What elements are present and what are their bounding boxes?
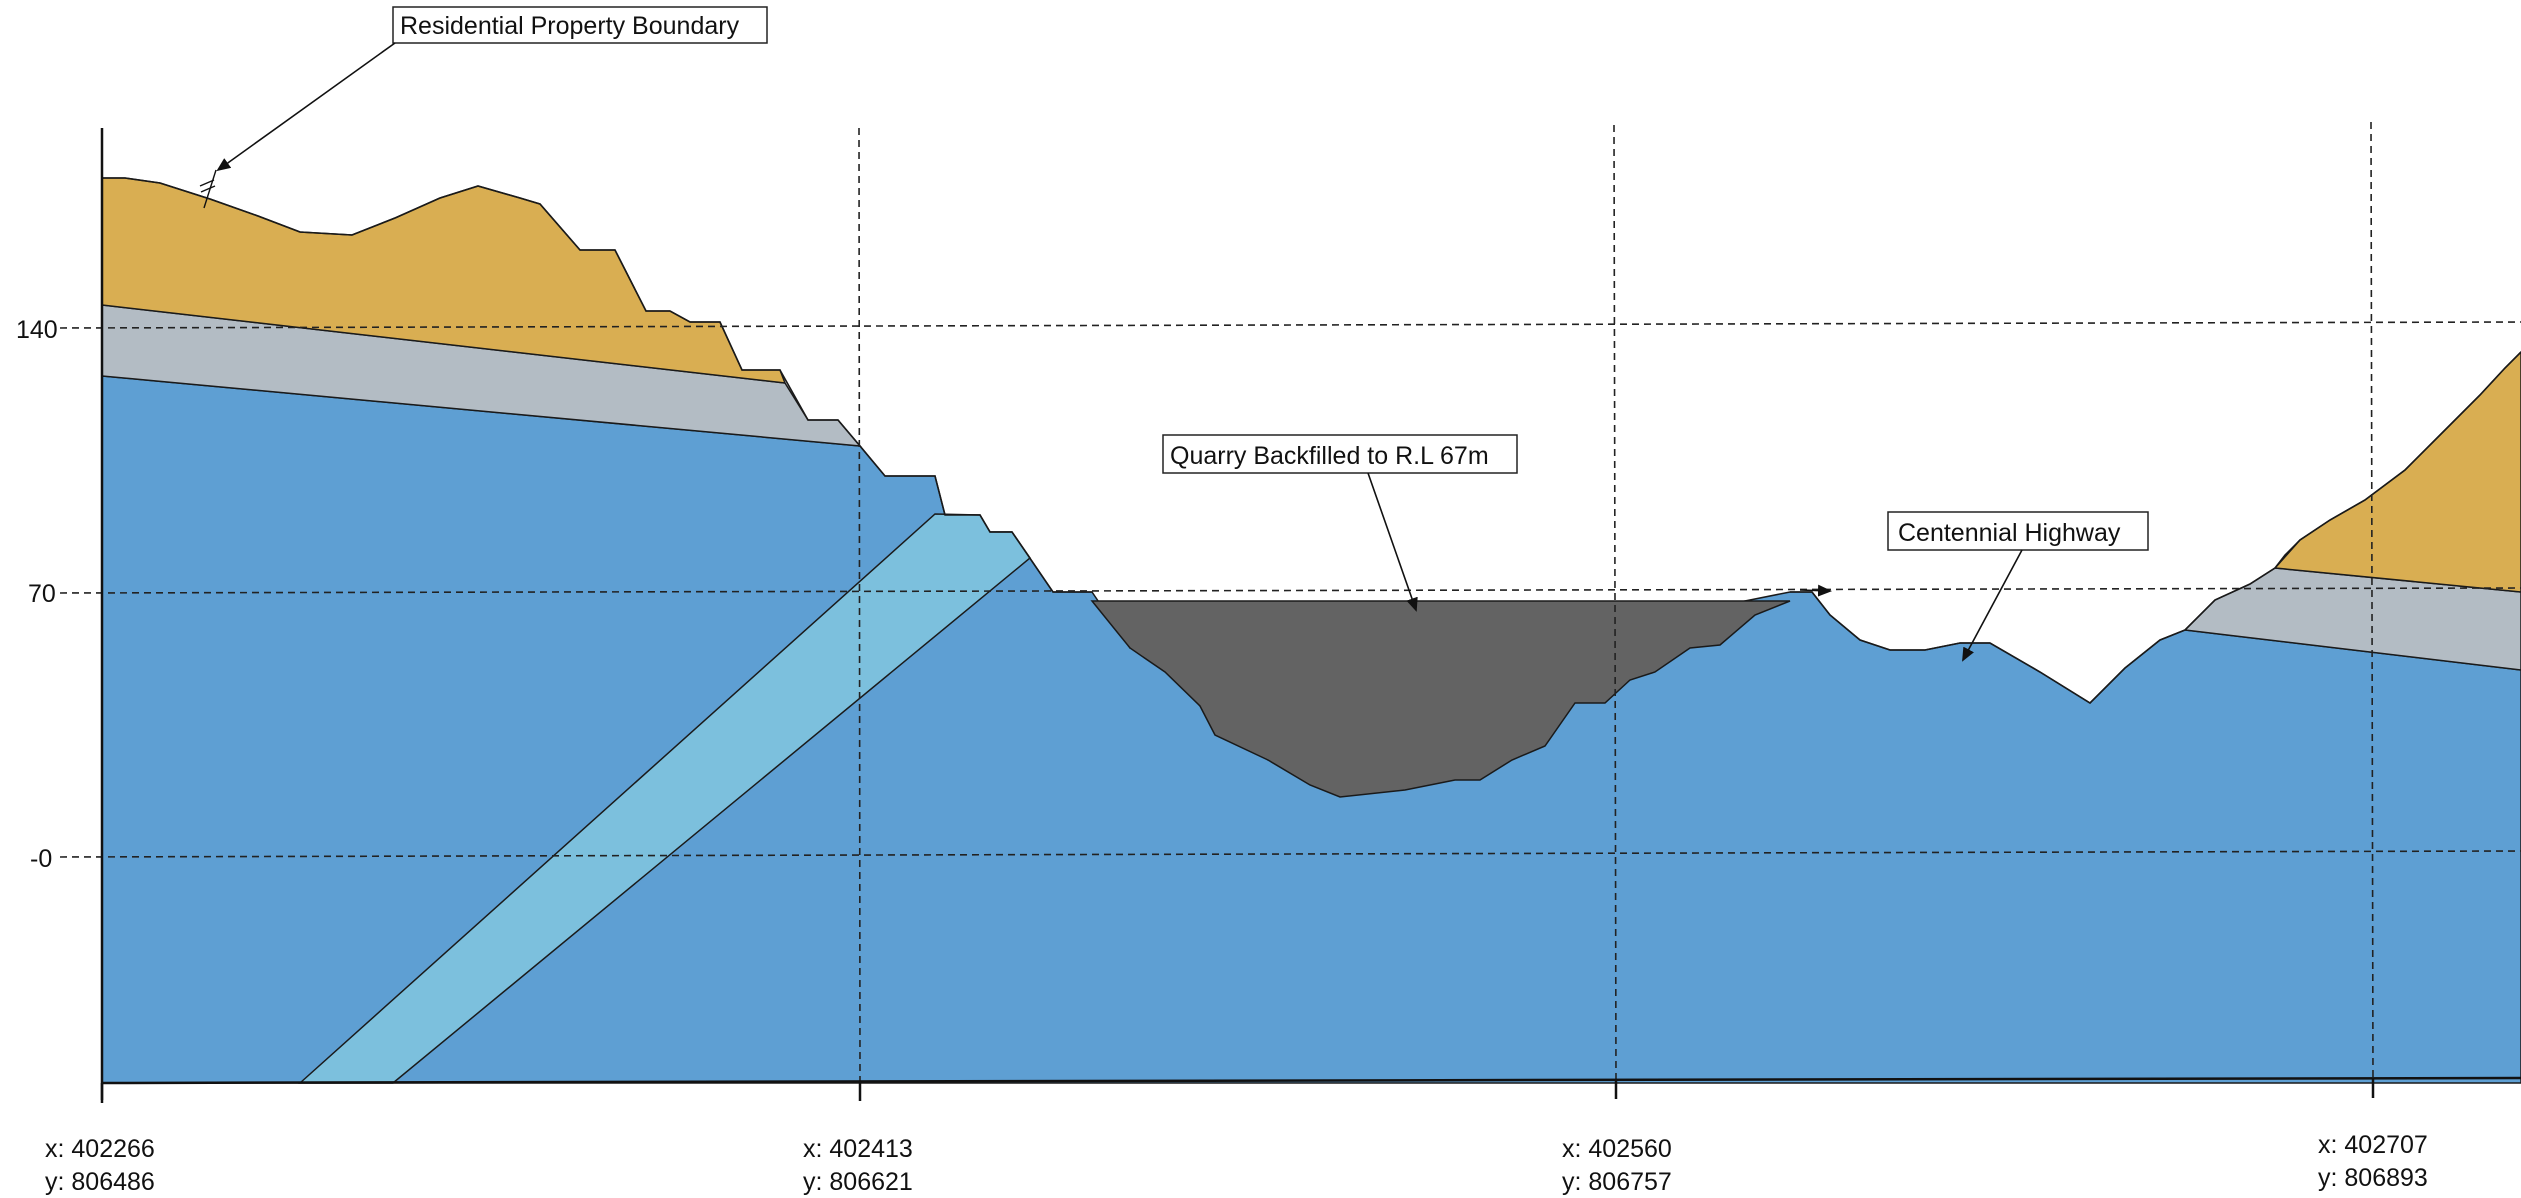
gridline-70 <box>59 587 2521 594</box>
leader-line <box>216 42 396 172</box>
x-axis-line <box>101 1076 2521 1085</box>
leader-line <box>1367 472 1418 612</box>
station-1-x-label: x: 402266 <box>45 1135 155 1163</box>
gridline-station-2 <box>858 127 861 1084</box>
callout-highway: Centennial Highway <box>1887 511 2149 662</box>
ground-surface-line-right <box>1790 351 2521 705</box>
callout-box <box>1162 434 1518 474</box>
leader-line <box>1962 549 2023 662</box>
callout-quarry-backfill: Quarry Backfilled to R.L 67m <box>1162 434 1518 612</box>
station-3-x-label: x: 402560 <box>1562 1135 1672 1163</box>
gridline-140 <box>59 321 2521 329</box>
station-2-x-label: x: 402413 <box>803 1135 913 1163</box>
topsoil-layer-right <box>2273 350 2521 593</box>
station-4-x-label: x: 402707 <box>2318 1131 2428 1159</box>
callout-box <box>1887 511 2149 551</box>
station-3-y-label: y: 806757 <box>1562 1168 1672 1196</box>
callout-box <box>392 6 768 44</box>
boundary-tick-icon-b <box>200 185 216 193</box>
y-tick-label-70: 70 <box>28 580 56 608</box>
y-tick-label-0: -0 <box>30 845 52 873</box>
station-1-y-label: y: 806486 <box>45 1168 155 1196</box>
gridline-0 <box>59 850 2521 858</box>
y-tick-label-140: 140 <box>16 316 58 344</box>
boundary-tick-icon-a <box>199 179 215 187</box>
station-4-y-label: y: 806893 <box>2318 1164 2428 1192</box>
boundary-tick-icon <box>203 169 217 209</box>
callout-text: Residential Property Boundary <box>400 12 740 40</box>
gridline-station-4 <box>2370 121 2374 1084</box>
gridline-station-3 <box>1613 124 1617 1084</box>
backfill-top-arrow <box>1799 584 1832 597</box>
callout-property-boundary: Residential Property Boundary <box>199 6 768 209</box>
ground-surface-line <box>102 177 1092 593</box>
station-2-y-label: y: 806621 <box>803 1168 913 1196</box>
callout-text: Quarry Backfilled to R.L 67m <box>1170 442 1489 470</box>
quarry-backfill <box>1090 600 1791 798</box>
callout-text: Centennial Highway <box>1898 519 2121 547</box>
